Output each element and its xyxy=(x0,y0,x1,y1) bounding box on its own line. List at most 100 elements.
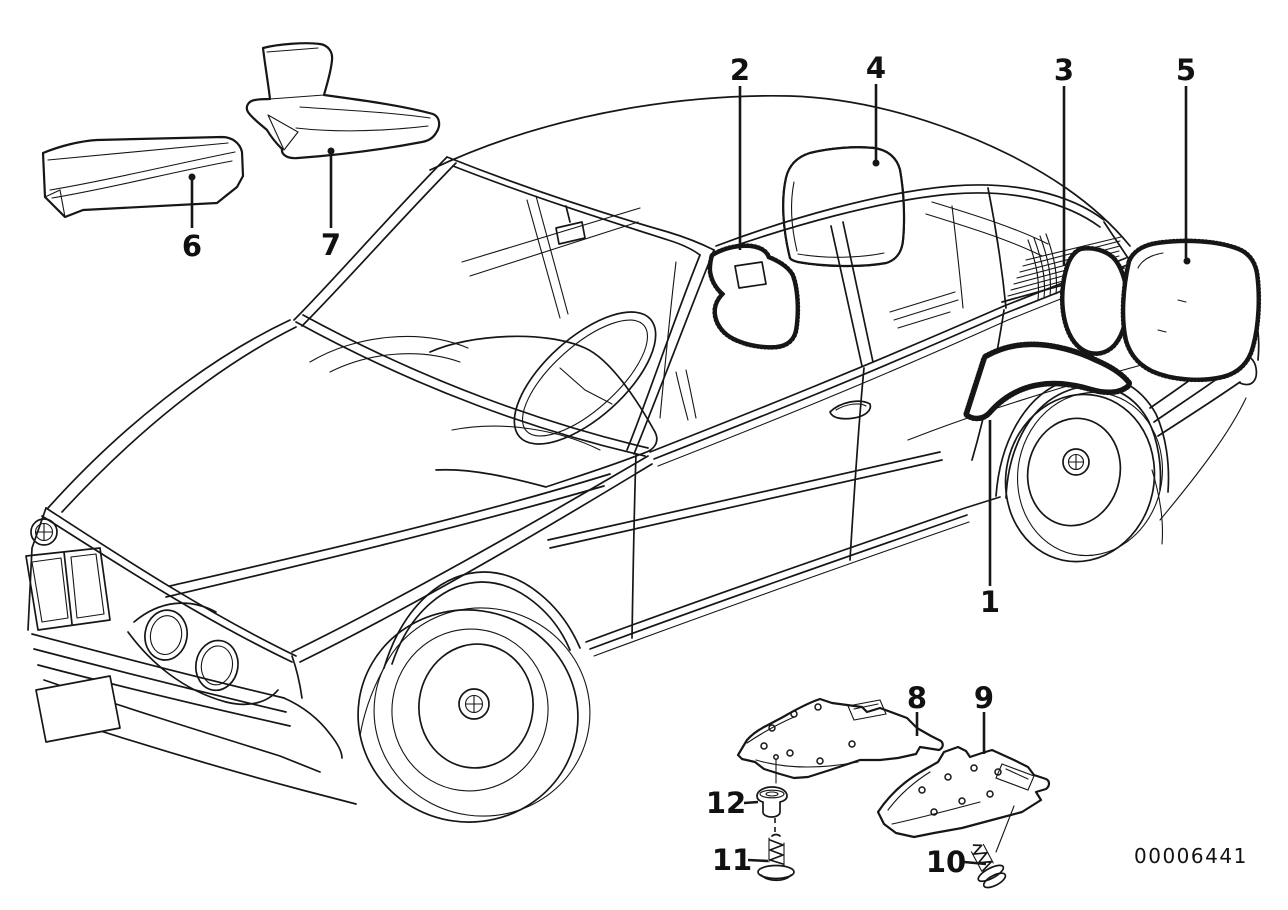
part-7-fold-2 xyxy=(295,125,429,132)
panel-8-tab xyxy=(847,699,887,721)
front-bumper-2 xyxy=(33,648,287,713)
part-6-outline xyxy=(41,135,245,219)
part-7-outline xyxy=(245,42,441,160)
b-pillar-near-2 xyxy=(842,221,874,363)
part-6-fold-1 xyxy=(49,151,236,191)
front-seat-back xyxy=(429,335,656,433)
screw-10[interactable] xyxy=(963,838,1009,892)
roof-far-edge xyxy=(429,94,1131,247)
callout-9[interactable]: 9 xyxy=(974,681,994,715)
part-7-bracket[interactable] xyxy=(245,42,441,160)
a-pillar-near-2 xyxy=(626,254,701,451)
part-6-sill-strip[interactable] xyxy=(41,135,245,219)
callout-5[interactable]: 5 xyxy=(1176,53,1196,87)
leader-dot-4 xyxy=(872,159,880,167)
callout-11[interactable]: 11 xyxy=(712,843,752,877)
callout-3[interactable]: 3 xyxy=(1054,53,1074,87)
headlight-inner-left xyxy=(149,615,183,656)
leader-line-10 xyxy=(963,860,987,866)
backlight-base-1 xyxy=(931,201,1049,245)
part-1-wheelarch-insulation[interactable] xyxy=(968,346,1128,417)
part-7-finger-edge xyxy=(266,47,319,53)
c-pillar-near-edge xyxy=(1103,221,1129,259)
headlight-outer-left xyxy=(144,609,188,661)
leader-dot-5 xyxy=(1183,257,1191,265)
part-5-trunk-insulation[interactable] xyxy=(1124,242,1257,379)
part-6-edge-1 xyxy=(47,142,229,161)
vent-window-divider xyxy=(659,261,677,419)
a-pillar-near xyxy=(633,249,715,455)
rear-arch-inner xyxy=(1005,385,1162,499)
part-2-outline[interactable] xyxy=(709,245,798,348)
fender-near-top-2 xyxy=(299,463,653,663)
kidney-grille-outline xyxy=(25,547,111,631)
far-door-top-1 xyxy=(461,207,641,263)
callout-10[interactable]: 10 xyxy=(926,845,966,879)
screw-11[interactable] xyxy=(757,833,795,882)
part-3-cpillar-insulation[interactable] xyxy=(1063,249,1126,352)
floor-panel-9[interactable] xyxy=(876,745,1051,839)
door-handle-inner xyxy=(835,403,867,411)
screw-10-leader-thin xyxy=(995,805,1015,853)
windshield-header xyxy=(446,156,715,251)
callouts: 1 2 3 4 5 6 7 8 9 10 11 12 xyxy=(182,51,1196,879)
part-2-door-insulation[interactable] xyxy=(711,247,797,346)
a-pillar-far xyxy=(293,156,448,321)
part-7-fold-1 xyxy=(299,106,431,119)
callout-7[interactable]: 7 xyxy=(321,228,341,262)
far-b-pillar xyxy=(526,195,569,319)
rear-valance xyxy=(1159,397,1247,521)
kidney-grille-divider xyxy=(63,551,73,625)
callout-2[interactable]: 2 xyxy=(730,53,750,87)
fender-far-top-2 xyxy=(61,326,297,513)
mudflap xyxy=(1151,469,1164,545)
front-seat-base xyxy=(435,431,658,488)
nose-panel-edge xyxy=(27,507,47,631)
beltline-1 xyxy=(649,257,1127,453)
hood-crease-1 xyxy=(169,473,611,587)
rocker-2 xyxy=(589,514,968,650)
rear-bumper-3 xyxy=(1157,381,1241,437)
fascia-near-corner xyxy=(291,655,303,699)
part-3-outline[interactable] xyxy=(1062,248,1128,354)
front-door-front-edge xyxy=(631,453,637,639)
hood-front-edge-2 xyxy=(41,515,293,663)
panel-9-tab xyxy=(995,763,1035,791)
leader-dot-7 xyxy=(327,147,335,155)
car-body xyxy=(25,94,1260,823)
backlight-base-2 xyxy=(925,213,1043,257)
far-b-pillar-lower xyxy=(675,369,697,421)
part-1-outline[interactable] xyxy=(966,344,1130,418)
diagram-code: 00006441 xyxy=(1134,844,1248,868)
headlight-outer-right xyxy=(194,639,239,692)
part-4-insulation-panel[interactable] xyxy=(783,147,904,266)
floor-panel-8[interactable] xyxy=(736,697,944,780)
hood-front-edge xyxy=(45,507,297,657)
front-door-rear-edge xyxy=(849,367,865,561)
callout-6[interactable]: 6 xyxy=(182,229,202,263)
kidney-grille-left-inner xyxy=(31,557,69,623)
c-pillar-frame-3 xyxy=(1039,235,1052,297)
part-5-outline[interactable] xyxy=(1123,240,1259,380)
bmw-roundel-icon xyxy=(30,518,58,546)
callout-8[interactable]: 8 xyxy=(907,681,927,715)
grommet-12[interactable] xyxy=(756,786,788,818)
c-pillar-frame-4 xyxy=(1045,233,1058,295)
beltline-2 xyxy=(653,264,1128,460)
leader-dot-6 xyxy=(188,173,196,181)
b-pillar-near-1 xyxy=(830,225,863,367)
front-bumper-3 xyxy=(37,664,291,727)
callout-12[interactable]: 12 xyxy=(706,786,746,820)
part-4-inner-edge-bottom xyxy=(797,252,885,258)
fender-far-top xyxy=(47,319,291,509)
callout-4[interactable]: 4 xyxy=(866,51,886,85)
bmw-roundel-quarters xyxy=(34,522,54,542)
far-door-top-2 xyxy=(469,221,639,277)
windshield-header-2 xyxy=(452,165,701,256)
panel-8-inner-edge xyxy=(746,716,859,768)
cowl-line xyxy=(295,321,646,457)
callout-1[interactable]: 1 xyxy=(980,585,1000,619)
part-4-outline[interactable] xyxy=(782,146,906,268)
